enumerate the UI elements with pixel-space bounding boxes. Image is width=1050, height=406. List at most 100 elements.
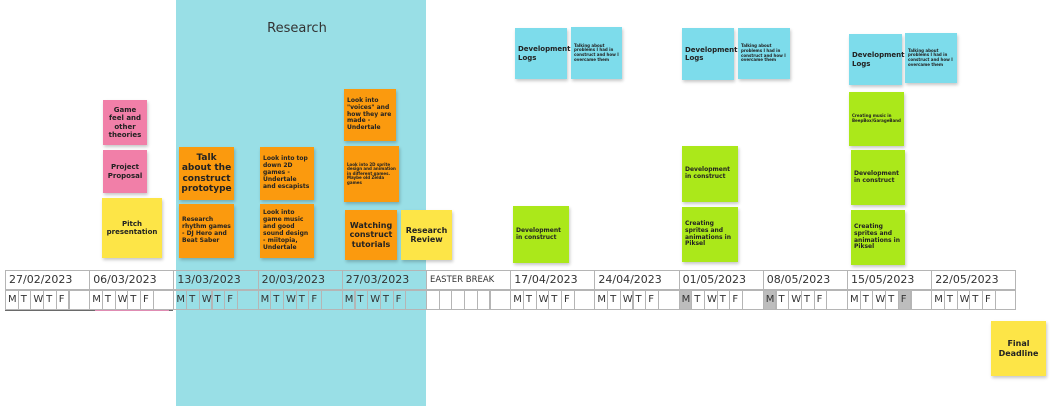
note-dev-construct-1[interactable]: Development in construct: [513, 206, 569, 263]
day-cell: T: [101, 290, 116, 310]
day-cell: F: [645, 290, 659, 310]
day-cell: T: [17, 290, 32, 310]
day-cell: T: [354, 290, 369, 310]
weekend-cell: [236, 290, 259, 310]
day-cell: M: [931, 290, 945, 310]
day-cell: T: [522, 290, 537, 310]
note-sprites-3[interactable]: Creating sprites and animations in Pikse…: [851, 210, 905, 265]
note-game-feel[interactable]: Game feel and other theories: [103, 100, 147, 145]
day-cell: T: [632, 290, 647, 310]
day-cell: M: [847, 290, 861, 310]
day-cell: W: [114, 290, 129, 310]
note-game-music[interactable]: Look into game music and good sound desi…: [260, 204, 314, 258]
weekend-cell: [573, 290, 596, 310]
day-cell: W: [788, 290, 802, 310]
week-header: 27/03/2023: [341, 270, 427, 290]
week-header: 20/03/2023: [257, 270, 343, 290]
day-cell: T: [885, 290, 899, 310]
note-problems-2[interactable]: Talking about problems I had in construc…: [738, 28, 790, 79]
research-zone: [176, 0, 426, 406]
week-header: 06/03/2023: [89, 270, 175, 290]
timeline-highlight-line: [95, 310, 170, 311]
note-research-rhythm[interactable]: Research rhythm games - DJ Hero and Beat…: [179, 204, 234, 258]
day-cell: T: [775, 290, 790, 310]
note-problems-1[interactable]: Talking about problems I had in construc…: [571, 27, 622, 79]
day-cell: T: [295, 290, 310, 310]
day-cell: F: [982, 290, 996, 310]
day-cell: M: [678, 290, 693, 310]
research-title: Research: [267, 21, 327, 36]
day-cell: T: [211, 290, 226, 310]
day-cell: W: [956, 290, 971, 310]
week-header: 24/04/2023: [594, 270, 680, 290]
day-cell: M: [341, 290, 356, 310]
day-cell: M: [5, 290, 19, 310]
note-pitch-presentation[interactable]: Pitch presentation: [102, 198, 162, 258]
day-cell: W: [872, 290, 887, 310]
day-cell: W: [704, 290, 718, 310]
note-dev-construct-3[interactable]: Development in construct: [851, 150, 905, 205]
day-cell: W: [198, 290, 213, 310]
day-cell: M: [510, 290, 524, 310]
note-research-review[interactable]: Research Review: [401, 210, 452, 260]
day-cell: T: [859, 290, 874, 310]
day-cell: F: [729, 290, 744, 310]
day-cell: W: [283, 290, 297, 310]
week-header: 15/05/2023: [847, 270, 933, 290]
note-talk-construct[interactable]: Talk about the construct prototype: [179, 147, 234, 200]
day-cell: M: [89, 290, 103, 310]
week-header: 01/05/2023: [678, 270, 764, 290]
weekend-cell: [321, 290, 343, 310]
weekend-cell: [489, 290, 512, 310]
break-day-cell: [438, 290, 453, 310]
day-cell: F: [813, 290, 828, 310]
week-header: 27/02/2023: [5, 270, 91, 290]
day-cell: T: [186, 290, 200, 310]
note-final-deadline[interactable]: Final Deadline: [991, 321, 1046, 376]
day-cell: M: [594, 290, 609, 310]
day-cell: M: [257, 290, 272, 310]
week-header-break: EASTER BREAK: [426, 270, 512, 290]
week-header: 08/05/2023: [762, 270, 848, 290]
day-cell: W: [30, 290, 45, 310]
weekend-cell: [742, 290, 764, 310]
note-watching-tutorials[interactable]: Watching construct tutorials: [345, 210, 397, 260]
day-cell: F: [140, 290, 154, 310]
weekend-cell: [68, 290, 91, 310]
break-day-cell: [476, 290, 491, 310]
day-cell: F: [897, 290, 912, 310]
break-day-cell: [451, 290, 466, 310]
note-dev-logs-1[interactable]: Development Logs: [515, 28, 570, 79]
day-cell: T: [716, 290, 731, 310]
break-day-cell: [426, 290, 440, 310]
day-cell: T: [270, 290, 284, 310]
note-dev-logs-3[interactable]: Development Logs: [849, 34, 904, 85]
weekend-cell: [405, 290, 427, 310]
day-cell: F: [224, 290, 238, 310]
weekend-cell: [657, 290, 680, 310]
day-cell: T: [943, 290, 958, 310]
note-sprite-design[interactable]: Look into 2D sprite design and animation…: [344, 146, 399, 202]
note-problems-3[interactable]: Talking about problems I had in construc…: [905, 33, 957, 83]
day-cell: W: [367, 290, 381, 310]
note-top-down[interactable]: Look into top down 2D games - Undertale …: [260, 147, 314, 200]
weekend-cell: [910, 290, 933, 310]
day-cell: T: [548, 290, 562, 310]
day-cell: T: [969, 290, 983, 310]
day-cell: W: [535, 290, 550, 310]
timeline-underline: [5, 310, 174, 311]
week-header: 17/04/2023: [510, 270, 596, 290]
day-cell: T: [691, 290, 705, 310]
day-cell: W: [619, 290, 634, 310]
note-sprites-2[interactable]: Creating sprites and animations in Pikse…: [682, 207, 738, 262]
day-cell: T: [379, 290, 394, 310]
note-dev-construct-2[interactable]: Development in construct: [682, 146, 738, 202]
note-project-proposal[interactable]: Project Proposal: [103, 150, 147, 193]
day-cell: F: [392, 290, 407, 310]
week-header: 13/03/2023: [173, 270, 259, 290]
note-voices[interactable]: Look into "voices" and how they are made…: [344, 89, 396, 141]
note-music-3[interactable]: Creating music in BeepBox/GarageBand: [849, 92, 904, 146]
note-dev-logs-2[interactable]: Development Logs: [682, 28, 737, 80]
day-cell: M: [173, 290, 188, 310]
weekend-cell: [826, 290, 848, 310]
